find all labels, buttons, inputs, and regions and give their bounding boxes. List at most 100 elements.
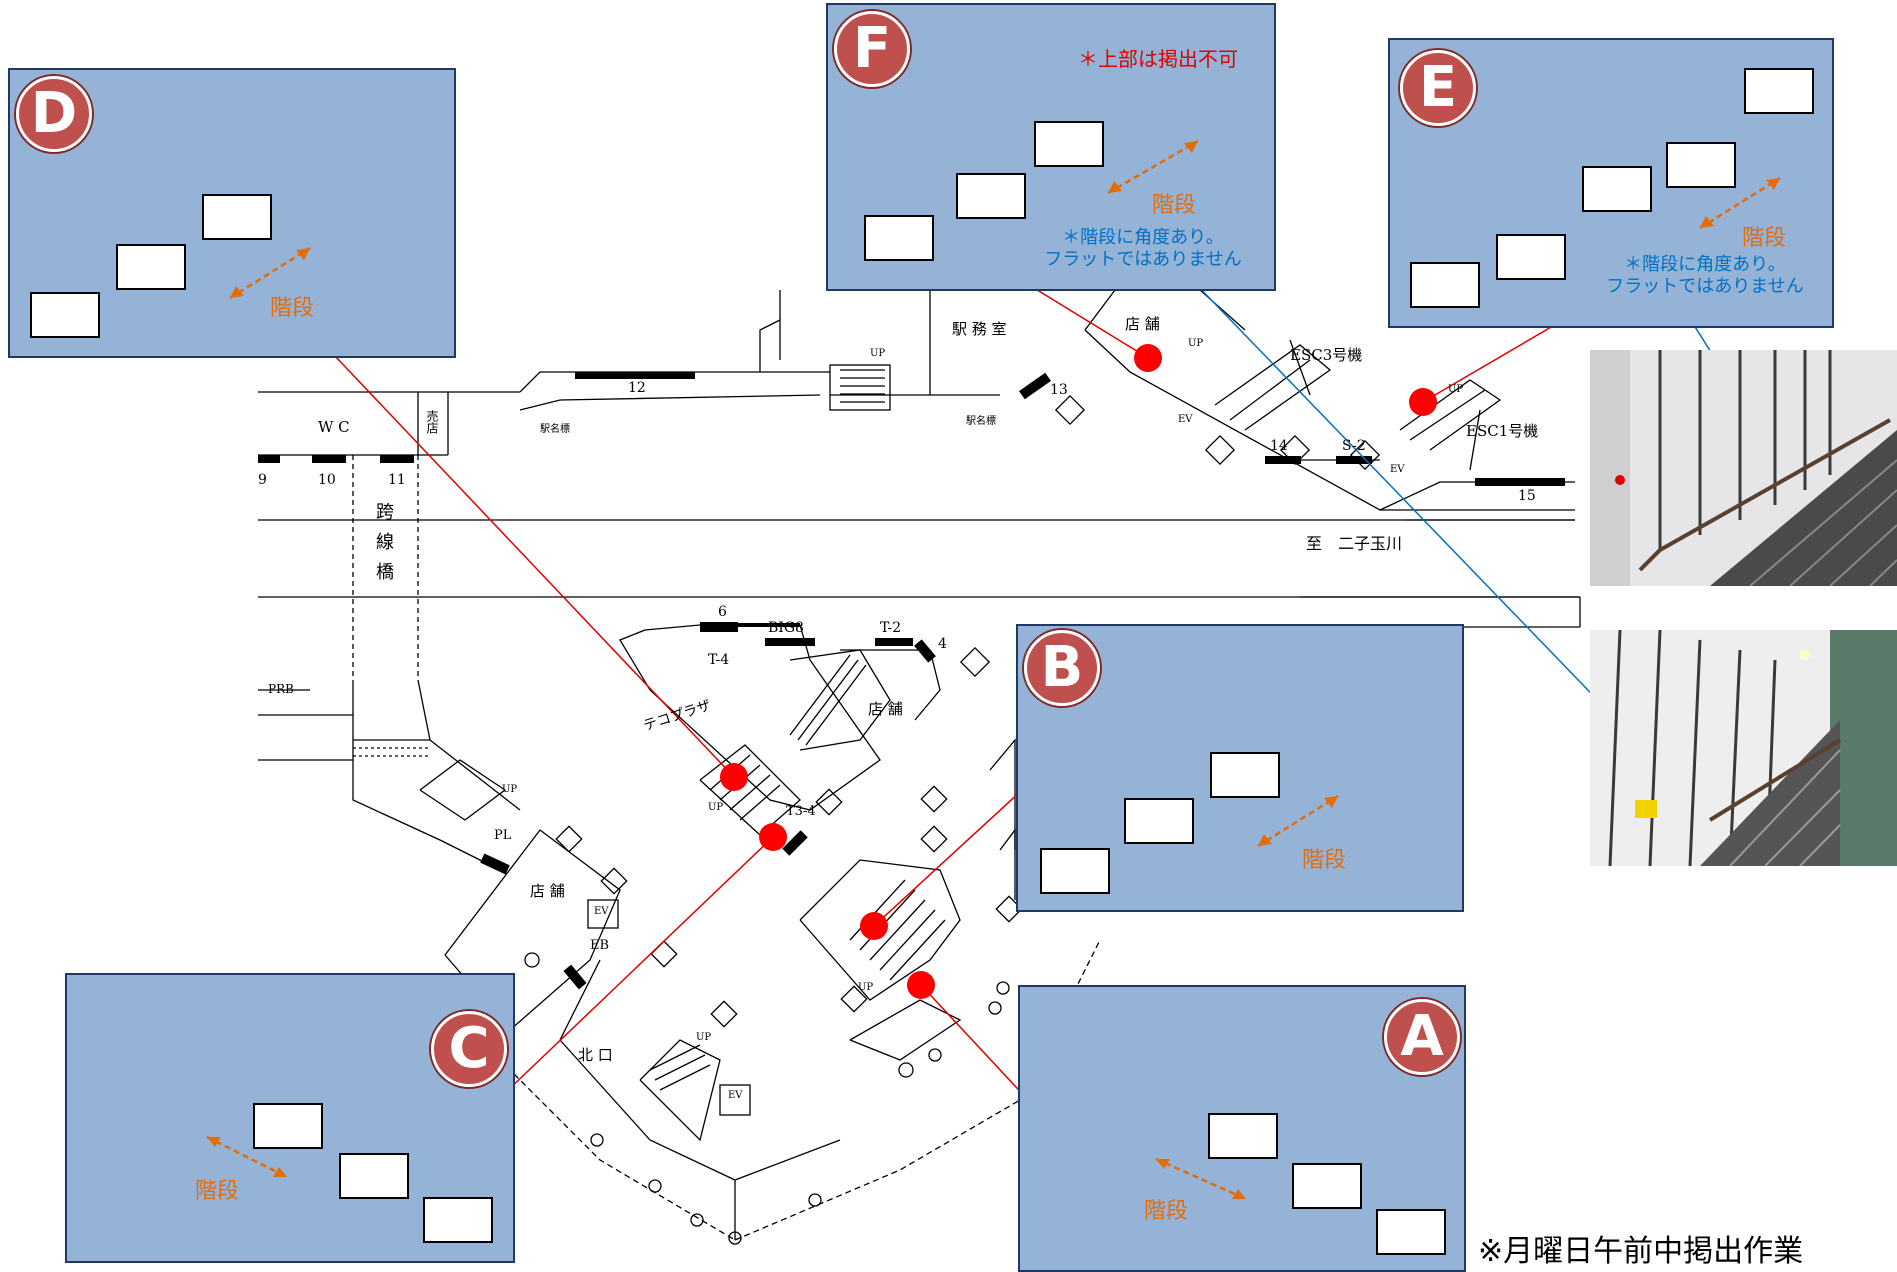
panel-d-badge: D <box>16 76 92 152</box>
map-label-number-10: 10 <box>318 472 336 488</box>
panel-c-badge: C <box>431 1011 507 1087</box>
panel-f-badge: F <box>834 11 910 87</box>
panel-a-letter: A <box>1400 1004 1444 1069</box>
map-label-number-6: 6 <box>718 604 727 620</box>
stairs-label: 階段 <box>1742 226 1787 251</box>
poster-slot <box>1210 752 1280 798</box>
map-label-destination: 至 二子玉川 <box>1306 534 1403 553</box>
angle-note-line2: フラットではありません <box>1606 276 1804 297</box>
poster-slot <box>864 215 934 261</box>
map-label-s2: S-2 <box>1342 438 1366 454</box>
poster-slot <box>202 194 272 240</box>
map-label-tenpo-upper: 店 舗 <box>1125 315 1160 333</box>
poster-slot <box>1124 798 1194 844</box>
map-label-pl: PL <box>494 828 512 843</box>
map-label-tenpo-middle: 店 舗 <box>868 700 903 718</box>
poster-slot <box>1666 142 1736 188</box>
panel-e-badge: E <box>1400 50 1476 126</box>
map-label-big8: BIG8 <box>768 620 804 636</box>
poster-slot <box>1292 1163 1362 1209</box>
poster-slot <box>1410 262 1480 308</box>
map-label-number-4: 4 <box>938 636 947 652</box>
posting-schedule-note: ※月曜日午前中掲出作業 <box>1478 1234 1804 1269</box>
map-label-up-5: UP <box>708 802 724 813</box>
map-label-up-3: UP <box>1448 384 1464 395</box>
map-label-ev-esc1: EV <box>1390 464 1405 475</box>
stair-wall-photo-lower <box>1590 630 1897 866</box>
map-label-esc1: ESC1号機 <box>1466 422 1539 440</box>
map-label-up-1: UP <box>870 348 886 359</box>
map-label-ekimeihyo-2: 駅名標 <box>966 416 996 427</box>
map-label-kosenkyo-2: 線 <box>376 532 394 553</box>
map-label-number-12: 12 <box>628 380 646 396</box>
angle-note: ＊階段に角度あり。 フラットではありません <box>1590 254 1820 298</box>
location-point-C <box>759 823 787 851</box>
poster-slot <box>1034 121 1104 167</box>
stairs-arrow <box>1155 1157 1247 1201</box>
map-label-up-6: UP <box>858 982 874 993</box>
map-label-t4: T-4 <box>708 652 730 668</box>
poster-slot <box>1208 1113 1278 1159</box>
poster-slot <box>1040 848 1110 894</box>
panel-a-badge: A <box>1384 999 1460 1075</box>
map-label-ev-upper: EV <box>1178 414 1193 425</box>
map-label-ekimushitsu: 駅 務 室 <box>952 320 1007 338</box>
map-label-t2: T-2 <box>880 620 902 636</box>
map-label-number-14: 14 <box>1270 438 1288 454</box>
poster-slot <box>1376 1209 1446 1255</box>
angle-note: ＊階段に角度あり。 フラットではありません <box>1028 227 1258 271</box>
poster-slot <box>423 1197 493 1243</box>
map-label-ev-lower: EV <box>594 906 609 917</box>
no-posting-note: ＊上部は掲出不可 <box>1078 47 1238 71</box>
poster-slot <box>1496 234 1566 280</box>
poster-slot <box>253 1103 323 1149</box>
map-label-up-4: UP <box>502 784 518 795</box>
map-label-baiten: 売店 <box>425 410 439 434</box>
poster-slot <box>116 244 186 290</box>
panel-e-letter: E <box>1418 55 1458 120</box>
map-label-kosenkyo-1: 跨 <box>376 502 394 523</box>
stairs-label: 階段 <box>195 1179 240 1204</box>
location-point-A <box>907 971 935 999</box>
panel-f-letter: F <box>852 16 892 81</box>
map-label-ev-north: EV <box>728 1090 743 1101</box>
map-label-esc3: ESC3号機 <box>1290 346 1363 364</box>
stairs-arrow <box>206 1135 288 1179</box>
poster-slot <box>30 292 100 338</box>
map-label-number-11: 11 <box>388 472 406 488</box>
map-label-up-7: UP <box>696 1032 712 1043</box>
panel-a: A 階段 <box>1018 985 1466 1272</box>
panel-f: F ＊上部は掲出不可 階段 ＊階段に角度あり。 フラットではありません <box>826 3 1276 291</box>
panel-c-letter: C <box>448 1016 490 1081</box>
location-point-E <box>1409 388 1437 416</box>
angle-note-line2: フラットではありません <box>1044 249 1242 270</box>
location-point-B <box>860 912 888 940</box>
stair-wall-photo-upper <box>1590 350 1897 586</box>
map-label-number-9: 9 <box>258 472 267 488</box>
location-point-D <box>720 763 748 791</box>
map-label-tenpo-lower: 店 舗 <box>530 882 565 900</box>
panel-c: C 階段 <box>65 973 515 1263</box>
stairs-label: 階段 <box>1144 1199 1189 1224</box>
poster-slot <box>1744 68 1814 114</box>
stairs-arrow <box>229 246 311 300</box>
map-label-kosenkyo-3: 橋 <box>376 562 394 583</box>
stairs-label: 階段 <box>1152 193 1197 218</box>
poster-slot <box>339 1153 409 1199</box>
angle-note-line1: ＊階段に角度あり。 <box>1062 227 1224 248</box>
panel-d: D 階段 <box>8 68 456 358</box>
map-label-wc: W C <box>318 418 350 436</box>
panel-b-badge: B <box>1024 630 1100 706</box>
location-point-F <box>1134 344 1162 372</box>
map-label-prb: PRB <box>268 682 294 696</box>
map-label-kitaguchi: 北 口 <box>578 1046 613 1064</box>
map-label-number-15: 15 <box>1518 488 1536 504</box>
map-label-up-2: UP <box>1188 338 1204 349</box>
panel-b-letter: B <box>1040 635 1084 700</box>
stairs-label: 階段 <box>270 296 315 321</box>
map-label-t3-4: T3-4 <box>786 804 816 819</box>
map-label-eb: EB <box>590 938 610 953</box>
map-label-ekimeihyo-1: 駅名標 <box>540 424 570 435</box>
angle-note-line1: ＊階段に角度あり。 <box>1624 254 1786 275</box>
